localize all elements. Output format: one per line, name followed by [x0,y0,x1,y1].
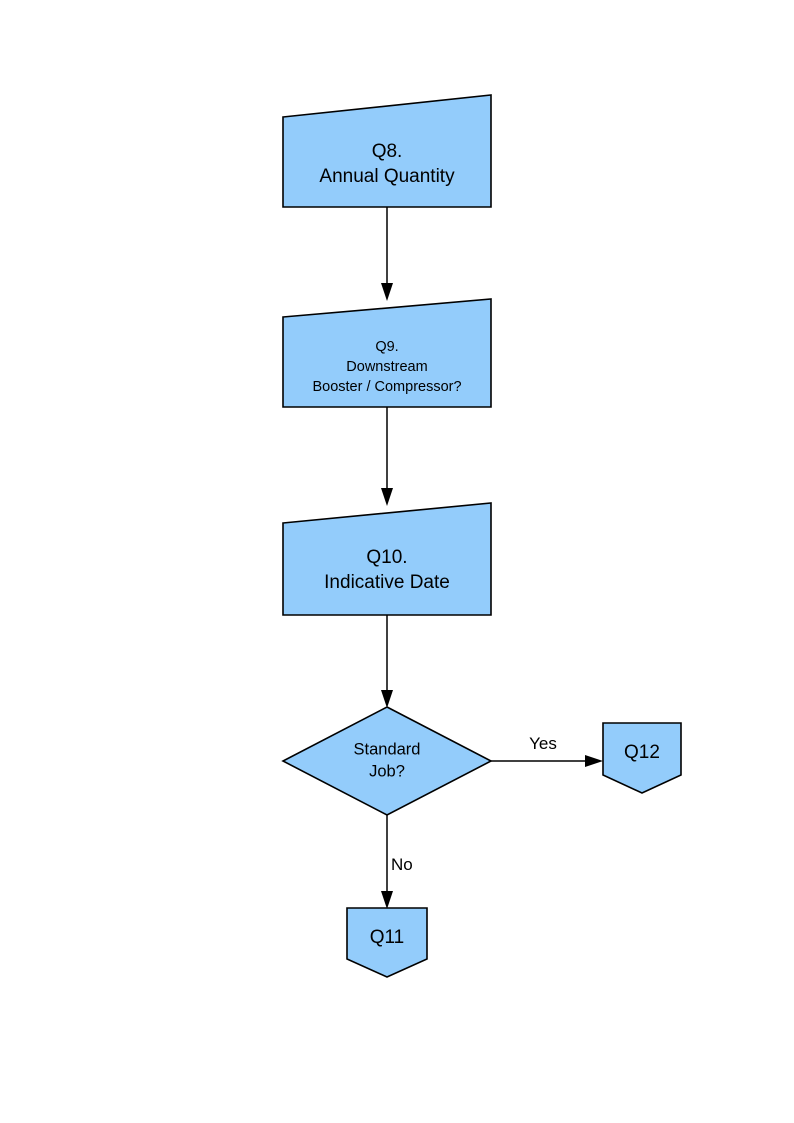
node-q10-shape[interactable] [282,502,492,616]
edge-label-yes: Yes [529,734,557,753]
node-q8-shape[interactable] [282,94,492,208]
arrow-head-q8-q9 [381,283,393,301]
node-q9-line3: Booster / Compressor? [312,379,461,395]
node-q11[interactable]: Q11 [346,907,428,978]
arrow-head-q9-q10 [381,488,393,506]
node-q12[interactable]: Q12 [602,722,682,794]
connector-decision-to-q12: Yes [491,734,603,767]
node-q9[interactable]: Q9. Downstream Booster / Compressor? [282,298,492,408]
node-decision-standard-job[interactable]: Standard Job? [281,706,493,816]
node-decision-line1: Standard [354,740,421,758]
node-q8-line1: Q8. [372,141,403,162]
node-q11-shape[interactable] [346,907,428,978]
node-q10-line2: Indicative Date [324,572,450,593]
arrow-head-decision-q12 [585,755,603,767]
arrow-head-decision-q11 [381,891,393,909]
arrow-head-q10-decision [381,690,393,708]
node-decision-shape[interactable] [281,706,493,816]
edge-label-no: No [391,855,413,874]
node-q12-label: Q12 [624,742,660,763]
node-q9-shape[interactable] [282,298,492,408]
node-q8[interactable]: Q8. Annual Quantity [282,94,492,208]
node-q10-line1: Q10. [366,547,407,568]
node-q11-label: Q11 [370,927,405,948]
node-decision-line2: Job? [369,762,405,780]
connector-decision-to-q11: No [381,815,413,909]
connector-q9-to-q10 [381,407,393,506]
node-q8-line2: Annual Quantity [319,166,455,187]
connector-q10-to-decision [381,615,393,708]
node-q9-line2: Downstream [346,359,427,375]
node-q10[interactable]: Q10. Indicative Date [282,502,492,616]
node-q12-shape[interactable] [602,722,682,794]
node-q9-line1: Q9. [375,339,398,355]
connector-q8-to-q9 [381,207,393,301]
